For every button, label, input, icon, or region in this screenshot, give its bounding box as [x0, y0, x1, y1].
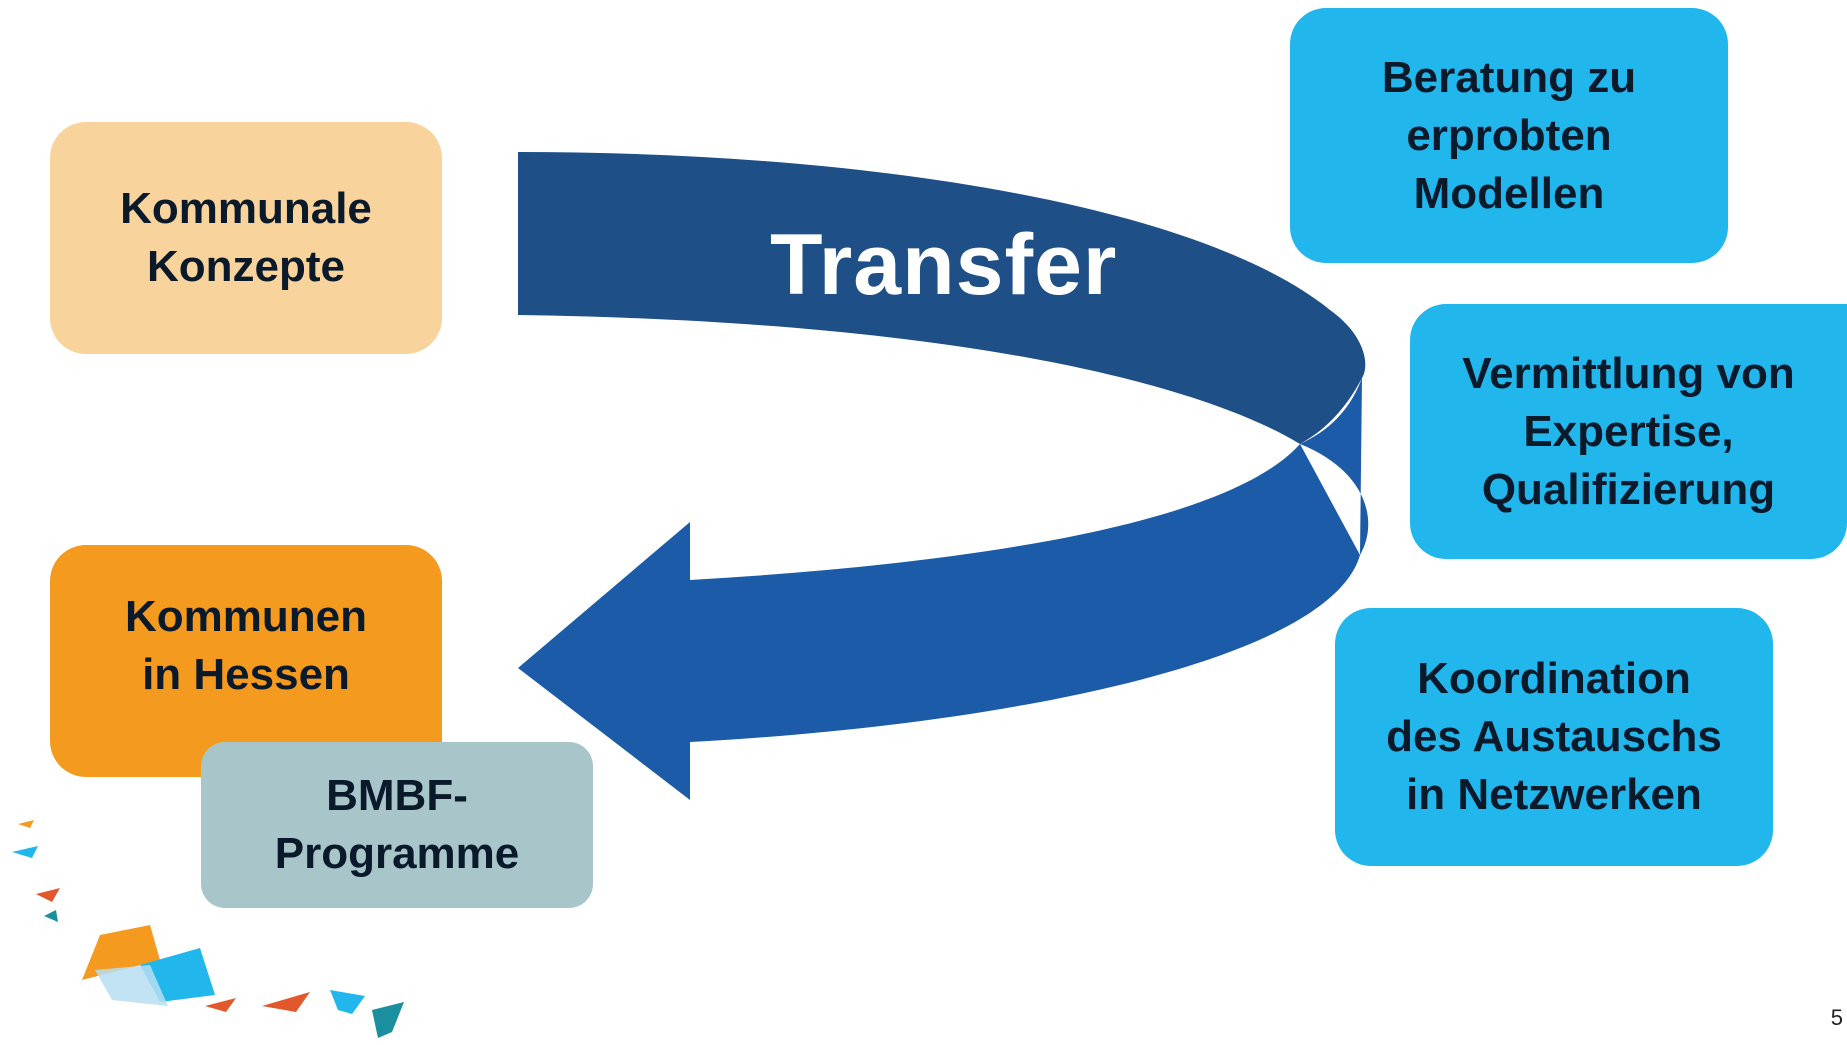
- box-bmbf-programme-label: BMBF- Programme: [274, 771, 520, 878]
- box-kommunen-in-hessen: Kommunen in Hessen: [50, 545, 442, 777]
- transfer-label: Transfer: [770, 217, 1118, 313]
- confetti-shape: [372, 1002, 404, 1038]
- transfer-arrow-lower-band: [518, 378, 1369, 800]
- decorative-confetti-logo: [12, 820, 404, 1038]
- confetti-shape: [44, 910, 58, 922]
- box-vermittlung: Vermittlung von Expertise, Qualifizierun…: [1410, 304, 1847, 559]
- confetti-shape: [82, 925, 160, 980]
- page-number: 5: [1830, 1005, 1843, 1030]
- confetti-shape: [330, 990, 365, 1014]
- box-kommunale-konzepte: Kommunale Konzepte: [50, 122, 442, 354]
- transfer-arrow-upper-band: [518, 152, 1366, 444]
- box-koordination: Koordination des Austauschs in Netzwerke…: [1335, 608, 1773, 866]
- confetti-shape: [18, 820, 34, 828]
- box-beratung: Beratung zu erprobten Modellen: [1290, 8, 1728, 263]
- confetti-shape: [262, 992, 310, 1012]
- confetti-shape: [205, 998, 236, 1012]
- confetti-shape: [36, 888, 60, 902]
- box-bmbf-programme: BMBF- Programme: [201, 742, 593, 908]
- box-beratung-label: Beratung zu erprobten Modellen: [1381, 52, 1637, 218]
- box-kommunen-in-hessen-label: Kommunen in Hessen: [125, 592, 367, 699]
- box-koordination-label: Koordination des Austauschs in Netzwerke…: [1386, 654, 1722, 819]
- box-kommunale-konzepte-label: Kommunale Konzepte: [120, 184, 372, 291]
- confetti-shape: [12, 846, 38, 858]
- confetti-shape: [95, 965, 168, 1006]
- box-vermittlung-label: Vermittlung von Expertise, Qualifizierun…: [1462, 348, 1795, 514]
